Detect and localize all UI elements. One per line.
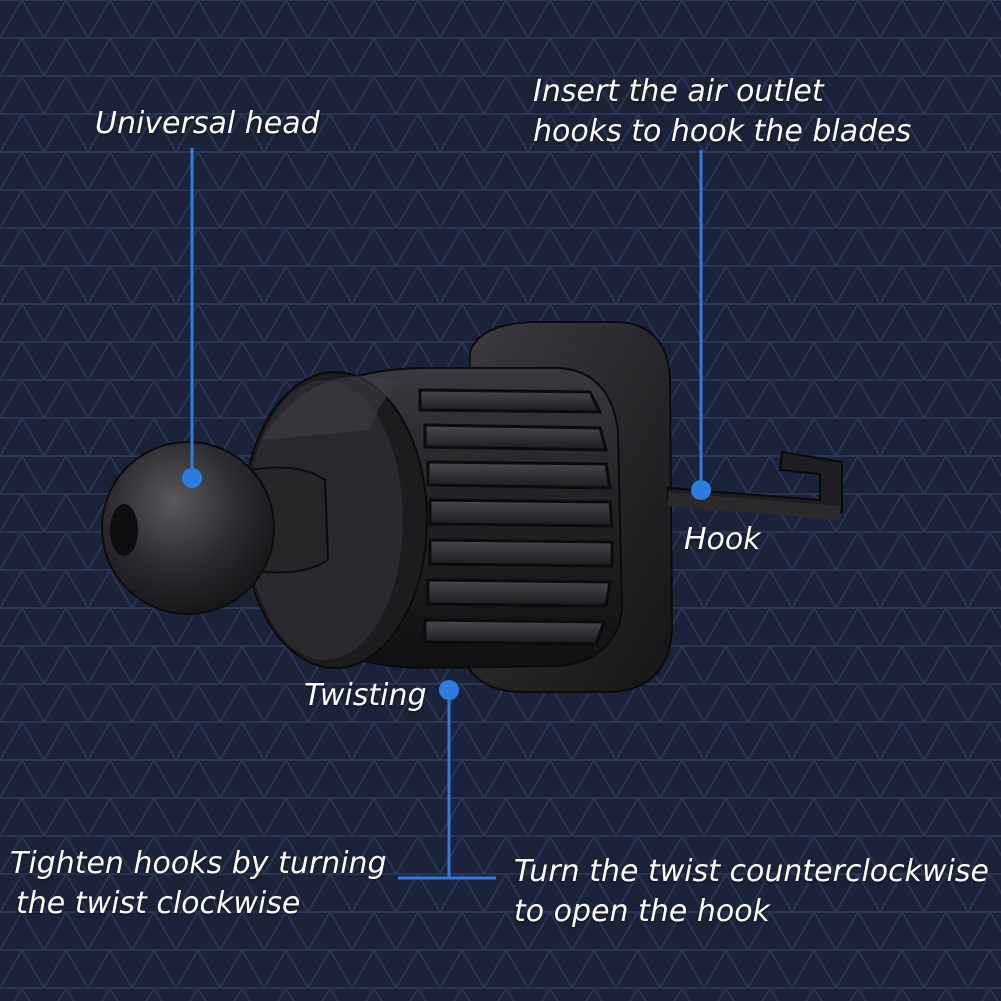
callout-lines: [190, 148, 703, 880]
turn-line-1: Turn the twist counterclockwise: [514, 854, 989, 889]
tighten-line-1: Tighten hooks by turning: [10, 846, 387, 881]
turn-label: Turn the twist counterclockwise to open …: [514, 852, 989, 932]
universal-head-label: Universal head: [95, 106, 320, 141]
twisting-dot: [439, 680, 459, 700]
hook-dot: [691, 480, 711, 500]
universal-head-dot: [182, 468, 202, 488]
insert-hooks-line-2: hooks to hook the blades: [533, 114, 912, 149]
tighten-line-2: the twist clockwise: [16, 886, 301, 921]
hook-arm: [667, 450, 843, 520]
tighten-label: Tighten hooks by turning the twist clock…: [10, 844, 387, 924]
twisting-label: Twisting: [304, 678, 427, 713]
hook-label: Hook: [684, 522, 761, 557]
universal-ball-head: [101, 441, 275, 615]
insert-hooks-line-1: Insert the air outlet: [533, 74, 824, 109]
turn-line-2: to open the hook: [514, 894, 770, 929]
insert-hooks-label: Insert the air outlet hooks to hook the …: [533, 72, 911, 152]
callout-dots: [182, 468, 711, 700]
